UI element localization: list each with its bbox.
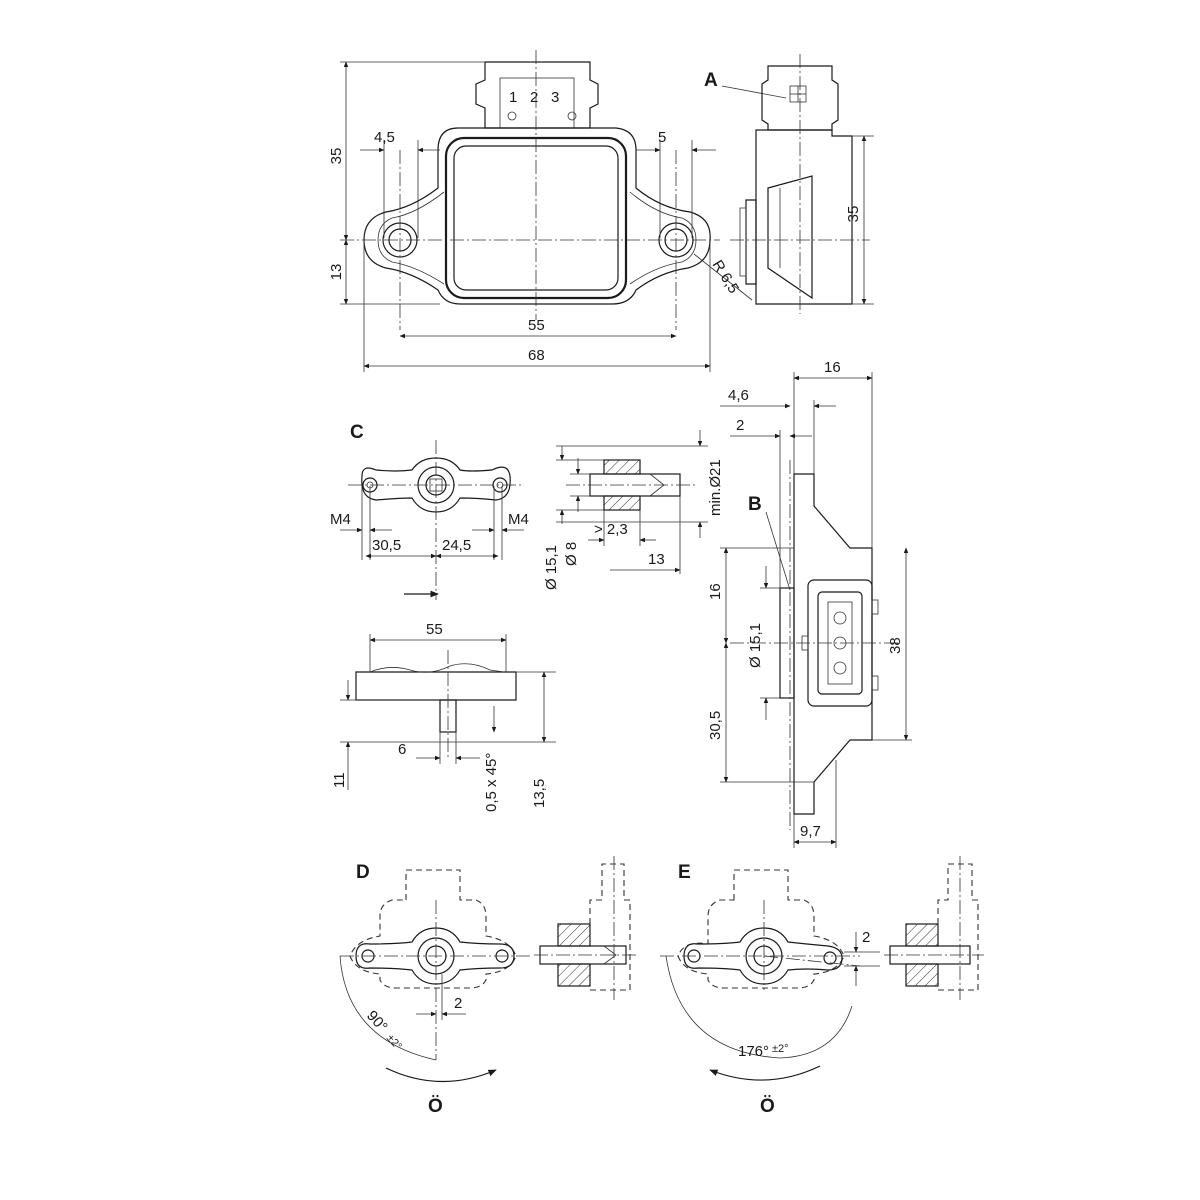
- dim-35-side: 35: [845, 206, 862, 223]
- side-view-a: A 35: [704, 54, 874, 314]
- dim-16-vertical: 16: [707, 583, 724, 600]
- dim-d15-1-right: Ø 15,1: [747, 623, 764, 668]
- label-e: E: [678, 862, 691, 883]
- svg-text:2: 2: [530, 89, 538, 106]
- dim-35-top: 35: [328, 148, 345, 165]
- view-d: D 2 90° ±2° Ö: [339, 856, 636, 1117]
- dim-55-bottom: 55: [426, 621, 443, 638]
- angle-label-d: 90° ±2°: [363, 1007, 404, 1052]
- dim-13-5: 13,5: [531, 779, 548, 808]
- label-d: D: [356, 862, 370, 883]
- dim-38: 38: [887, 637, 904, 654]
- dim-4-6: 4,6: [728, 387, 749, 404]
- dim-11: 11: [331, 772, 348, 788]
- dim-2-right: 2: [736, 417, 744, 434]
- dim-m4-right: M4: [508, 511, 529, 528]
- svg-text:±2°: ±2°: [384, 1032, 404, 1052]
- dim-68: 68: [528, 347, 545, 364]
- right-view-b: B 16 4,6 2 16 Ø 15,1 30,5 38 9,7: [707, 359, 912, 848]
- dim-r6-5: R 6,5: [709, 257, 742, 296]
- dim-55-top: 55: [528, 317, 545, 334]
- dim-13-top: 13: [328, 264, 345, 281]
- dim-9-7: 9,7: [800, 823, 821, 840]
- svg-text:3: 3: [551, 89, 559, 106]
- dim-6: 6: [398, 741, 406, 758]
- top-view: 1 2 3 35 13 4,5: [328, 50, 753, 372]
- view-e: E 2 176° ±2° Ö: [660, 856, 984, 1117]
- label-a: A: [704, 70, 718, 91]
- rotation-symbol-d: Ö: [428, 1096, 443, 1117]
- dim-16-top: 16: [824, 359, 841, 376]
- dim-5: 5: [658, 129, 666, 146]
- rotation-symbol-e: Ö: [760, 1096, 775, 1117]
- view-c: C M4 M4 30,5 24,5: [330, 422, 529, 600]
- dim-2-e: 2: [862, 929, 870, 946]
- bottom-view: 55 11 6 0,5 x 45° 13,5: [331, 621, 556, 812]
- dim-d15-1-shaft: Ø 15,1: [543, 545, 560, 590]
- dim-m4-left: M4: [330, 511, 351, 528]
- dim-24-5-c: 24,5: [442, 537, 471, 554]
- dim-30-5-c: 30,5: [372, 537, 401, 554]
- svg-text:90°: 90°: [363, 1007, 391, 1035]
- label-b: B: [748, 494, 762, 515]
- dim-2-d: 2: [454, 995, 462, 1012]
- label-c: C: [350, 422, 364, 443]
- dim-30-5-right: 30,5: [707, 711, 724, 740]
- svg-text:1: 1: [509, 89, 517, 106]
- shaft-detail: min.Ø21 Ø 15,1 Ø 8 > 2,3 13: [543, 430, 724, 590]
- dim-4-5: 4,5: [374, 129, 395, 146]
- angle-label-e: 176° ±2°: [738, 1043, 789, 1060]
- dim-2-3: > 2,3: [594, 521, 628, 538]
- dim-chamfer: 0,5 x 45°: [483, 753, 500, 812]
- dim-13-shaft: 13: [648, 551, 665, 568]
- svg-text:±2°: ±2°: [772, 1043, 789, 1055]
- connector-pin-labels: 1 2 3: [509, 89, 559, 106]
- svg-text:176°: 176°: [738, 1043, 769, 1060]
- dim-min-d21: min.Ø21: [707, 459, 724, 516]
- dim-d8: Ø 8: [563, 542, 580, 566]
